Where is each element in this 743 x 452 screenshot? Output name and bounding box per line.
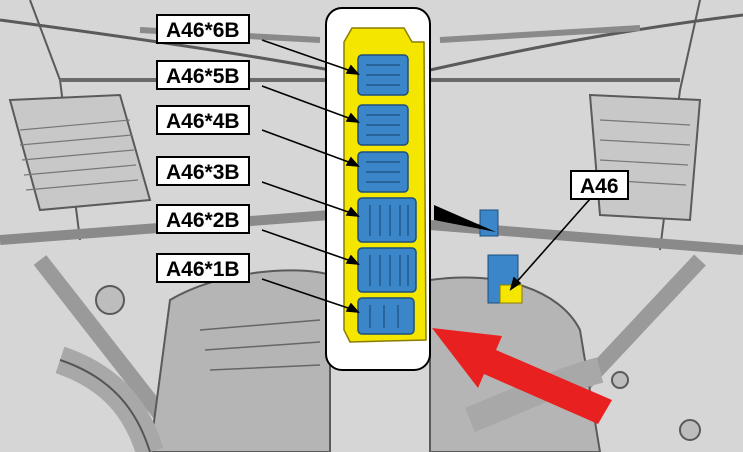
leader-lines	[261, 39, 591, 313]
connector-2b	[357, 247, 417, 293]
red-arrow	[432, 328, 612, 424]
label-a46-1b: A46*1B	[156, 253, 250, 283]
label-a46-3b: A46*3B	[156, 156, 250, 186]
label-a46-2b: A46*2B	[156, 204, 250, 234]
label-a46-6b: A46*6B	[156, 14, 250, 44]
label-a46-5b: A46*5B	[156, 60, 250, 90]
label-a46: A46	[570, 170, 629, 200]
connector-3b	[357, 197, 417, 243]
label-a46-4b: A46*4B	[156, 105, 250, 135]
inset-pointer	[434, 205, 496, 232]
connectors	[357, 54, 417, 335]
connector-1b	[357, 297, 415, 335]
